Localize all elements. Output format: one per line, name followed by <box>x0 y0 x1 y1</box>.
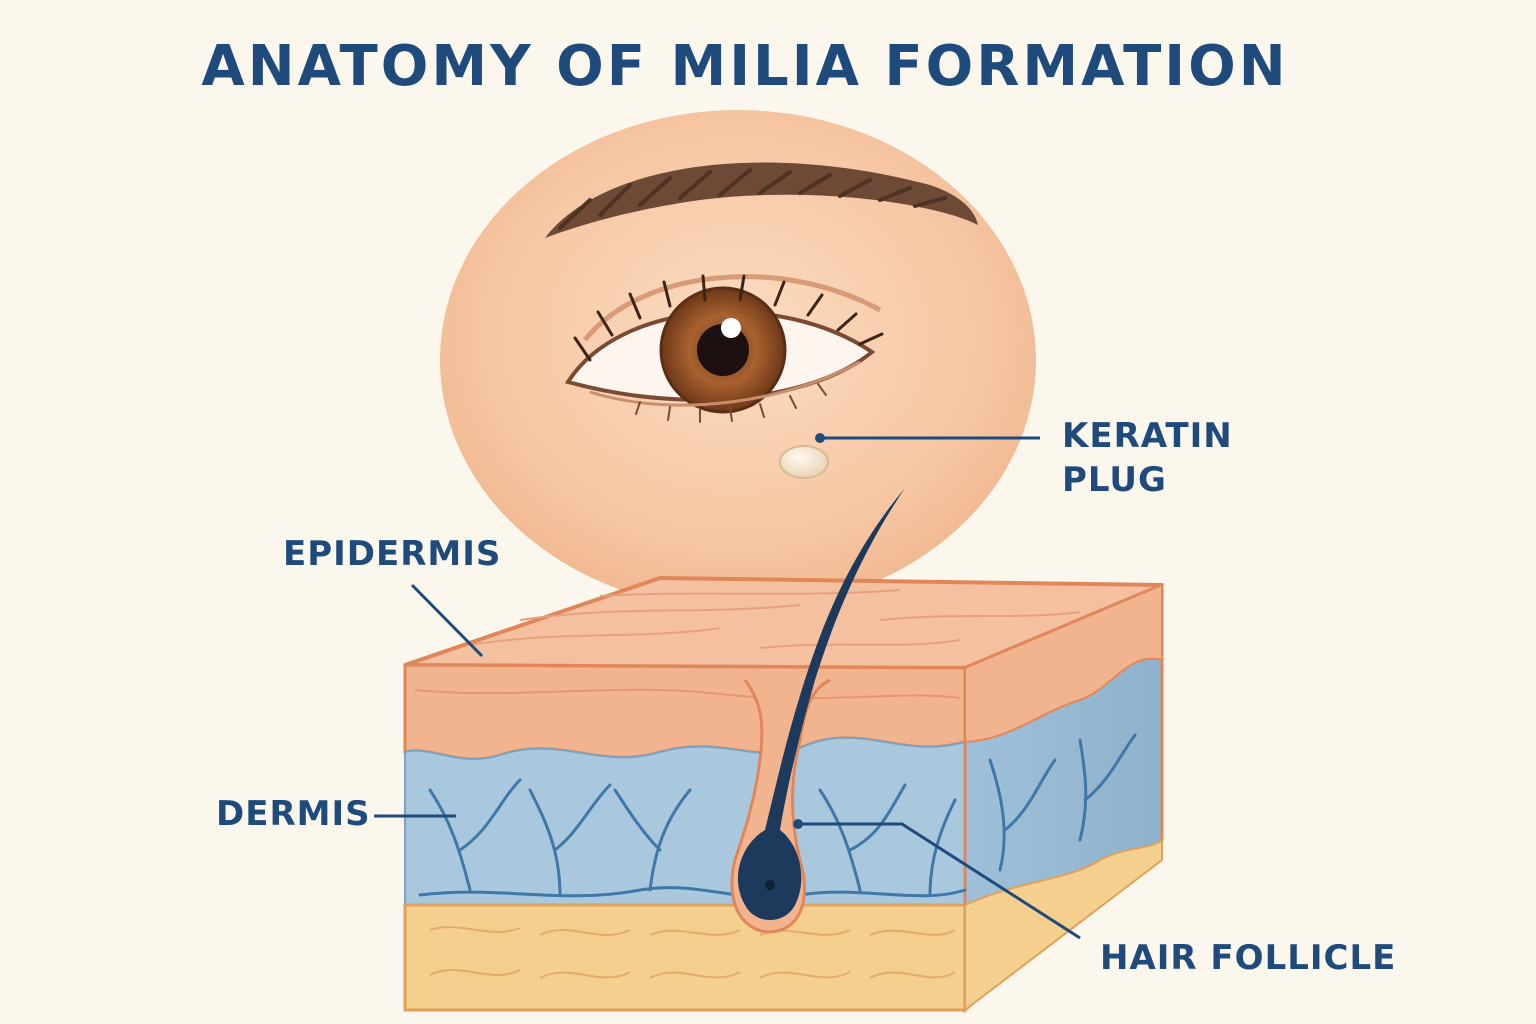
dermis-label: DERMIS <box>216 794 371 834</box>
front-subcutis <box>403 903 967 1012</box>
follicle-leader <box>798 822 1081 940</box>
eye-highlight <box>721 318 741 338</box>
epidermis-leader <box>410 583 484 658</box>
pupil <box>697 324 749 376</box>
fat-cells <box>429 926 956 979</box>
leader-lines <box>374 433 1081 940</box>
follicle-bulb-dot <box>765 880 775 890</box>
eyelid-crease <box>583 274 882 342</box>
eyebrow-strokes <box>558 168 947 230</box>
keratin-label-line2: PLUG <box>1062 460 1167 500</box>
epidermis-label: EPIDERMIS <box>283 534 502 574</box>
skin-cross-section <box>403 488 1164 1014</box>
follicle-leader-dot <box>793 819 803 829</box>
lower-lid <box>589 360 861 407</box>
page-title: ANATOMY OF MILIA FORMATION <box>201 34 1289 99</box>
keratin-plug-label: KERATIN PLUG <box>1062 414 1233 502</box>
keratin-label-line1: KERATIN <box>1062 416 1233 456</box>
upper-lashes <box>573 274 884 362</box>
hair-follicle-label: HAIR FOLLICLE <box>1100 938 1397 978</box>
epidermis-lines <box>414 688 961 700</box>
hair-shaft <box>737 488 905 920</box>
side-epidermis <box>964 583 1163 744</box>
keratin-leader-dot <box>815 433 825 443</box>
lower-lashes <box>635 383 827 423</box>
keratin-plug-bump <box>779 445 829 479</box>
front-dermis <box>404 736 966 906</box>
side-subcutis <box>964 837 1163 1013</box>
top-face-texture <box>469 589 1081 649</box>
eye-closeup <box>440 110 1036 610</box>
